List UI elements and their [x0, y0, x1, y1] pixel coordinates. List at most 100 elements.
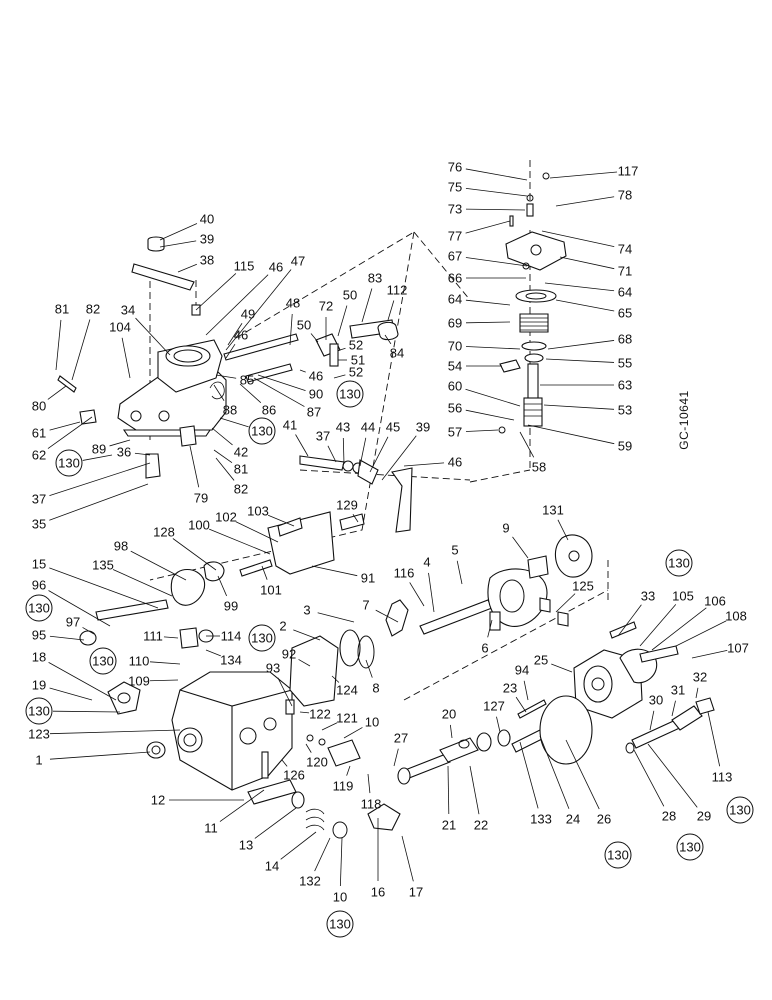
part-callout: 82: [86, 302, 100, 317]
part-callout: 88: [223, 403, 237, 418]
callout-number: 30: [649, 693, 663, 708]
part-callout: 67: [448, 249, 462, 264]
leader-line: [456, 560, 463, 585]
callout-number: 129: [336, 498, 358, 513]
callout-number: 37: [316, 429, 330, 444]
callout-circle: [676, 833, 704, 861]
callout-number: 76: [448, 160, 462, 175]
leader-line: [691, 649, 728, 659]
callout-number: 37: [32, 492, 46, 507]
leader-line: [375, 609, 399, 623]
callout-number: 48: [286, 296, 300, 311]
part-callout: 77: [448, 229, 462, 244]
leader-line: [549, 171, 618, 179]
leader-line: [49, 687, 93, 701]
leader-line: [299, 369, 306, 373]
callout-number: 15: [32, 557, 46, 572]
part-callout: 86: [262, 403, 276, 418]
callout-number: 73: [448, 202, 462, 217]
circled-callout: 130: [336, 380, 364, 408]
leader-line: [403, 462, 445, 467]
callout-number: 78: [618, 188, 632, 203]
part-callout: 81: [55, 302, 69, 317]
callout-number: 95: [32, 628, 46, 643]
leader-line: [651, 607, 707, 651]
callout-number: 50: [343, 288, 357, 303]
callout-number: 117: [618, 164, 639, 179]
callout-number: 90: [309, 387, 323, 402]
part-callout: 43: [336, 420, 350, 435]
leader-line: [671, 700, 676, 717]
callout-circle: [25, 594, 53, 622]
part-callout: 122: [309, 707, 331, 722]
part-callout: 111: [143, 629, 163, 644]
leader-line: [213, 384, 225, 401]
leader-line: [225, 343, 236, 359]
leader-line: [71, 319, 91, 381]
leader-line: [135, 317, 171, 356]
circled-callout: 130: [248, 417, 276, 445]
leader-line: [675, 620, 727, 647]
callout-number: 25: [534, 653, 548, 668]
callout-number: 62: [32, 448, 46, 463]
leader-line: [211, 427, 233, 446]
leader-line: [361, 288, 373, 323]
leader-line: [277, 677, 293, 707]
callout-number: 1: [35, 753, 42, 768]
leader-line: [254, 807, 297, 839]
leader-line: [121, 337, 131, 379]
callout-number: 2: [279, 619, 286, 634]
part-callout: 85: [240, 373, 254, 388]
callout-number: 51: [351, 353, 365, 368]
circled-callout: 130: [676, 833, 704, 861]
transfer-pump-group: [397, 621, 715, 785]
callout-number: 130: [329, 917, 351, 932]
part-callout: 39: [416, 420, 430, 435]
leader-line: [695, 687, 699, 699]
part-callout: 117: [618, 164, 639, 179]
part-callout: 10: [365, 715, 379, 730]
callout-number: 36: [117, 445, 131, 460]
callout-number: 116: [394, 566, 415, 581]
part-callout: 74: [618, 242, 632, 257]
callout-number: 118: [361, 797, 382, 812]
leader-line: [539, 735, 570, 809]
leader-line: [47, 416, 93, 449]
callout-number: 42: [234, 445, 248, 460]
part-callout: 108: [725, 609, 747, 624]
callout-number: 106: [704, 594, 726, 609]
circled-callout: 130: [89, 647, 117, 675]
leader-line: [109, 439, 131, 447]
leader-line: [55, 319, 62, 371]
leader-line: [565, 739, 600, 810]
callout-number: 130: [92, 654, 114, 669]
part-callout: 31: [671, 683, 685, 698]
part-callout: 37: [32, 492, 46, 507]
leader-line: [134, 452, 151, 456]
leader-line: [333, 374, 346, 379]
part-callout: 92: [282, 647, 296, 662]
part-callout: 6: [481, 641, 488, 656]
part-callout: 5: [451, 543, 458, 558]
callout-number: 135: [92, 558, 114, 573]
leader-line: [465, 346, 521, 350]
leader-line: [257, 374, 306, 391]
leader-line: [339, 837, 343, 887]
leader-line: [195, 273, 237, 311]
part-callout: 18: [32, 650, 46, 665]
callout-number: 134: [220, 653, 242, 668]
leader-line: [369, 436, 389, 473]
part-callout: 96: [32, 578, 46, 593]
callout-number: 79: [194, 491, 208, 506]
callout-number: 9: [502, 521, 509, 536]
callout-number: 107: [727, 641, 749, 656]
leader-line: [331, 675, 340, 683]
part-callout: 64: [448, 292, 462, 307]
leader-line: [559, 256, 615, 270]
callout-number: 28: [662, 809, 676, 824]
callout-number: 11: [204, 821, 218, 836]
callout-number: 96: [32, 578, 46, 593]
leader-line: [519, 431, 535, 458]
part-callout: 75: [448, 180, 462, 195]
part-callout: 7: [362, 598, 369, 613]
